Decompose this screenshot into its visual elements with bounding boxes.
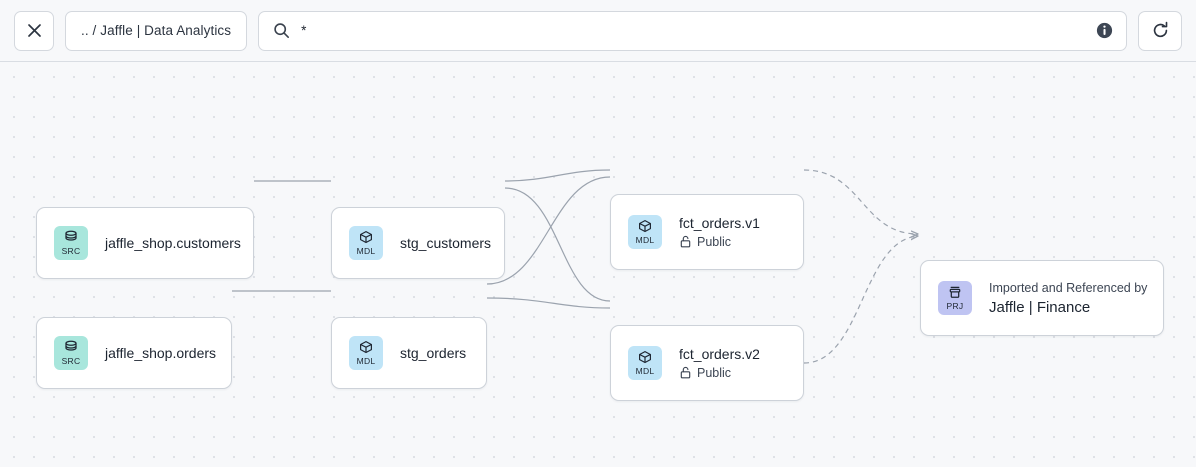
node-fct-orders-v2[interactable]: MDL fct_orders.v2 Public	[610, 325, 804, 401]
badge-mdl: MDL	[349, 226, 383, 260]
node-body: Imported and Referenced by Jaffle | Fina…	[989, 280, 1148, 317]
edge-stg-orders-to-v1	[486, 176, 611, 285]
badge-mdl: MDL	[349, 336, 383, 370]
badge-kind-label: MDL	[635, 235, 655, 245]
visibility-label: Public	[697, 234, 732, 249]
badge-kind-label: SRC	[61, 246, 81, 256]
badge-kind-label: MDL	[356, 356, 376, 366]
lineage-edges	[231, 169, 1196, 364]
close-icon	[27, 24, 41, 37]
visibility-label: Public	[697, 365, 732, 380]
project-caption: Imported and Referenced by	[989, 280, 1148, 295]
node-project-jaffle-finance[interactable]: PRJ Imported and Referenced by Jaffle | …	[920, 260, 1164, 336]
node-title: stg_orders	[400, 344, 467, 361]
edge-stg-orders-to-v2	[486, 297, 611, 309]
node-body: stg_orders	[400, 345, 466, 362]
badge-kind-label: MDL	[635, 366, 655, 376]
cube-icon	[360, 231, 372, 244]
node-body: fct_orders.v2 Public	[679, 346, 760, 381]
node-fct-orders-v1[interactable]: MDL fct_orders.v1 Public	[610, 194, 804, 270]
badge-prj: PRJ	[938, 281, 972, 315]
unlock-icon	[680, 366, 691, 379]
search-icon	[274, 23, 290, 38]
node-visibility: Public	[679, 234, 760, 250]
node-title: stg_customers	[400, 234, 492, 251]
close-button[interactable]	[14, 10, 54, 51]
node-stg-customers[interactable]: MDL stg_customers	[331, 207, 505, 279]
badge-src: SRC	[54, 336, 88, 370]
badge-mdl: MDL	[628, 215, 662, 249]
cube-icon	[360, 341, 372, 354]
node-body: fct_orders.v1 Public	[679, 215, 760, 250]
lineage-canvas[interactable]: SRC jaffle_shop.customers SRC jaffle_sho…	[0, 62, 1196, 467]
edge-stg-customers-to-v2	[504, 187, 611, 302]
node-title: jaffle_shop.customers	[105, 234, 241, 251]
edge-v2-to-project	[803, 236, 918, 364]
node-body: stg_customers	[400, 234, 492, 252]
refresh-button[interactable]	[1138, 10, 1182, 51]
breadcrumb-button[interactable]: .. / Jaffle | Data Analytics	[65, 10, 248, 51]
node-title: jaffle_shop.orders	[105, 344, 217, 361]
node-body: jaffle_shop.orders	[105, 344, 217, 362]
badge-kind-label: SRC	[61, 356, 81, 366]
edge-v1-to-project	[803, 169, 918, 234]
search-input[interactable]	[301, 23, 1085, 38]
node-stg-orders[interactable]: MDL stg_orders	[331, 317, 487, 389]
node-src-customers[interactable]: SRC jaffle_shop.customers	[36, 207, 254, 279]
unlock-icon	[680, 235, 691, 248]
search-box[interactable]	[258, 10, 1127, 51]
cube-icon	[639, 351, 651, 364]
cube-icon	[639, 220, 651, 233]
database-icon	[65, 230, 77, 241]
info-icon[interactable]	[1096, 22, 1113, 39]
project-name: Jaffle | Finance	[989, 298, 1091, 316]
node-title: fct_orders.v2	[679, 345, 760, 362]
node-visibility: Public	[679, 365, 760, 381]
badge-mdl: MDL	[628, 346, 662, 380]
refresh-icon	[1153, 21, 1167, 38]
badge-src: SRC	[54, 226, 88, 260]
badge-kind-label: PRJ	[946, 301, 964, 311]
breadcrumb-label: .. / Jaffle | Data Analytics	[81, 23, 232, 38]
node-src-orders[interactable]: SRC jaffle_shop.orders	[36, 317, 232, 389]
badge-kind-label: MDL	[356, 246, 376, 256]
node-title: fct_orders.v1	[679, 214, 760, 231]
node-body: jaffle_shop.customers	[105, 234, 241, 252]
top-toolbar: .. / Jaffle | Data Analytics	[0, 0, 1196, 62]
edge-stg-customers-to-v1	[504, 169, 611, 182]
project-icon	[949, 286, 961, 298]
database-icon	[65, 340, 77, 351]
